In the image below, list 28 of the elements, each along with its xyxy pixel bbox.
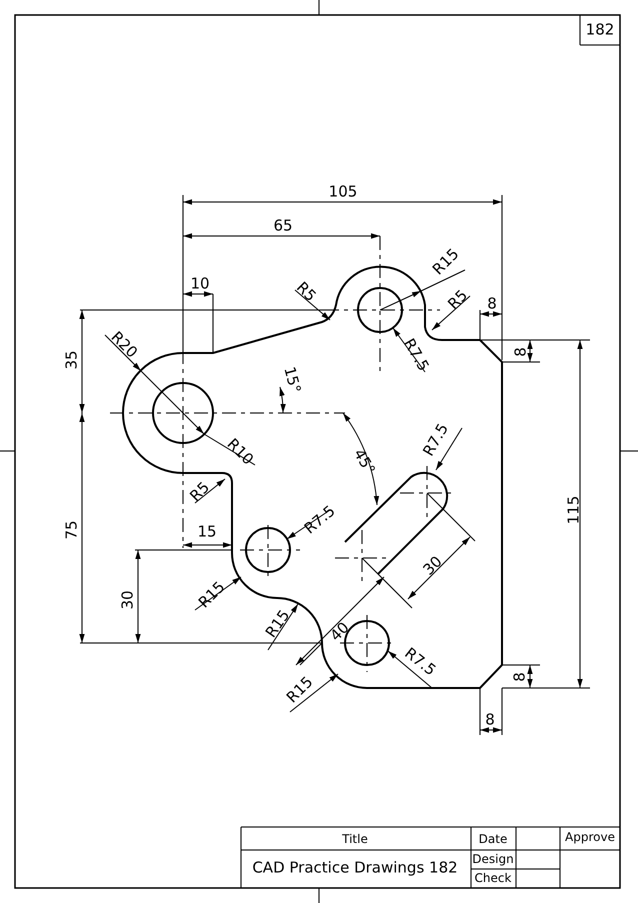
dimension-value: 75 — [64, 520, 80, 540]
dimension-value: 40 — [328, 620, 352, 644]
dimension-value: 8 — [485, 712, 495, 728]
dimension-value: R5 — [188, 480, 212, 504]
dimension-value: 35 — [64, 350, 80, 370]
dimension-value: 30 — [420, 554, 446, 578]
dimension-value: 15° — [281, 365, 303, 395]
table-header: Approve — [565, 831, 615, 843]
table-header: Date — [478, 833, 508, 845]
dimension-value: 30 — [120, 590, 136, 610]
dimension-value: R5 — [446, 288, 470, 312]
table-header: Design — [472, 853, 514, 865]
dimension-value: R10 — [224, 436, 256, 468]
table-header: Check — [474, 872, 512, 884]
dimension-value: 45° — [350, 446, 378, 478]
sheet-number: 182 — [586, 22, 614, 38]
table-header: Title — [342, 833, 368, 845]
dimension-value: 65 — [273, 218, 293, 234]
dimension-value: 8 — [512, 672, 528, 682]
drawing-title: CAD Practice Drawings 182 — [252, 860, 458, 876]
dimension-value: 10 — [190, 276, 210, 292]
dimension-value: R20 — [108, 329, 140, 361]
dimension-value: 15 — [197, 524, 217, 540]
dimension-value: 8 — [487, 296, 497, 312]
dimension-value: 8 — [514, 347, 528, 357]
dimension-value: 105 — [328, 184, 358, 200]
dimension-value: R5 — [294, 280, 318, 304]
dimension-value: 115 — [566, 496, 582, 524]
